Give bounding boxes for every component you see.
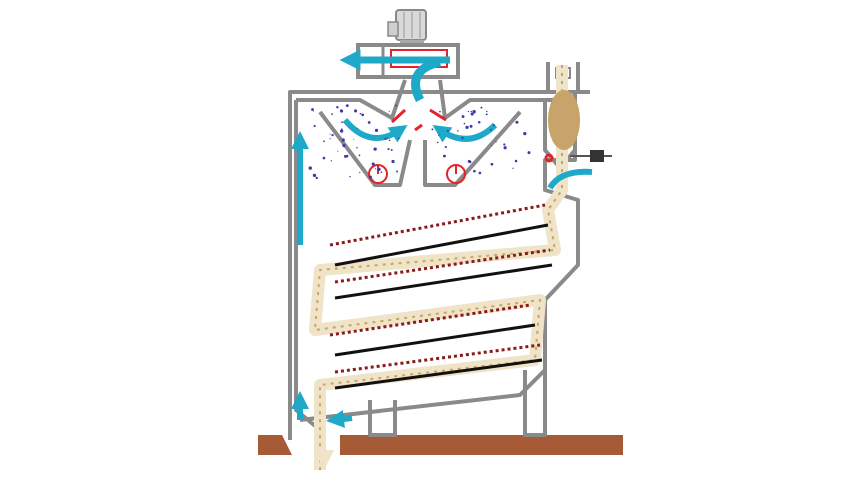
dust-particle	[371, 162, 375, 166]
dust-particle	[308, 166, 312, 170]
dust-particle	[375, 168, 377, 170]
dust-particle	[356, 146, 358, 149]
dust-particle	[377, 167, 381, 172]
dust-particle	[329, 138, 331, 140]
dust-particle	[439, 110, 441, 113]
dust-particle	[442, 154, 446, 158]
dust-particle	[436, 141, 439, 144]
dust-particle	[457, 130, 459, 132]
dust-particle	[477, 120, 481, 124]
dust-particle	[470, 112, 474, 116]
dust-particle	[329, 133, 331, 135]
dryer-housing	[288, 62, 590, 440]
dust-particle	[361, 113, 365, 117]
dust-particle	[312, 110, 314, 112]
dust-particle	[444, 145, 447, 149]
dust-particle	[490, 162, 494, 166]
dust-particle	[396, 170, 399, 173]
dust-particle	[373, 147, 377, 151]
dust-particle	[388, 110, 390, 112]
dust-particle	[313, 124, 316, 128]
dust-particle	[342, 143, 346, 148]
dust-particle	[367, 121, 371, 124]
dust-particle	[467, 110, 470, 113]
airflow-arrows	[291, 57, 593, 428]
dust-particle	[359, 171, 361, 174]
dust-particle	[337, 150, 339, 152]
dust-particle	[341, 138, 345, 142]
dust-particle	[461, 115, 465, 118]
dust-particle	[480, 106, 483, 109]
dust-particle	[374, 128, 379, 132]
dust-particle	[397, 137, 400, 140]
dust-particle	[315, 176, 318, 180]
dust-particle	[359, 112, 362, 115]
dust-particle	[380, 171, 383, 174]
dust-particle	[353, 138, 355, 140]
floor	[258, 435, 623, 455]
dust-particle	[473, 169, 476, 173]
dust-particle	[331, 134, 334, 137]
dust-particle	[467, 159, 471, 163]
dust-particle	[446, 129, 449, 132]
dust-particle	[470, 110, 472, 113]
dust-particle	[388, 139, 391, 142]
dust-particle	[341, 121, 343, 124]
dust-particle	[339, 109, 344, 113]
fan-motor	[387, 9, 427, 45]
dust-particle	[368, 175, 372, 179]
dust-particle	[356, 128, 359, 130]
dust-particle	[469, 124, 473, 128]
dust-particle	[330, 160, 332, 162]
dust-particle	[312, 173, 317, 178]
dust-particle	[443, 116, 445, 118]
dust-particle	[387, 147, 390, 151]
dust-particle	[438, 134, 440, 136]
discharge-arrow	[314, 450, 334, 470]
dust-particle	[523, 132, 527, 136]
rotary-valve-left	[368, 164, 388, 184]
dust-particle	[387, 137, 389, 139]
dust-particle	[495, 141, 497, 143]
air-flaps	[390, 108, 554, 163]
dust-particle	[390, 148, 393, 151]
dust-particle	[463, 122, 466, 125]
grain-flow-path-edge	[313, 65, 563, 470]
dust-particle	[345, 104, 349, 108]
dust-particle	[490, 129, 492, 131]
dust-particle	[358, 154, 361, 157]
dust-particle	[354, 109, 358, 113]
dust-particle	[515, 120, 519, 124]
dust-particles	[308, 104, 531, 180]
dust-particle	[339, 129, 344, 133]
dust-particle	[395, 104, 398, 107]
dust-particle	[512, 167, 514, 169]
dust-particle	[344, 155, 347, 158]
dust-particle	[472, 110, 476, 114]
dust-particle	[431, 128, 434, 131]
dust-particle	[311, 108, 314, 111]
dust-particle	[331, 113, 333, 116]
dust-particle	[503, 143, 506, 146]
dust-particle	[391, 159, 395, 164]
dust-particle	[322, 156, 326, 160]
dust-particle	[461, 136, 464, 139]
dust-particle	[486, 110, 488, 113]
dust-particle	[490, 144, 492, 147]
dust-particle	[503, 146, 507, 150]
dust-particle	[514, 159, 518, 163]
dust-particle	[349, 175, 351, 178]
dust-particle	[384, 137, 387, 140]
dust-particle	[323, 140, 325, 143]
dust-particle	[478, 171, 482, 175]
rotary-valve-right	[446, 164, 466, 184]
dust-particle	[465, 125, 469, 130]
dust-particle	[485, 113, 488, 116]
dust-particle	[527, 151, 531, 155]
dust-particle	[336, 105, 339, 109]
drying-trays	[329, 203, 553, 390]
feeder-motor	[570, 150, 612, 162]
grain-pile-inlet	[548, 90, 580, 150]
dust-particle	[492, 124, 495, 127]
